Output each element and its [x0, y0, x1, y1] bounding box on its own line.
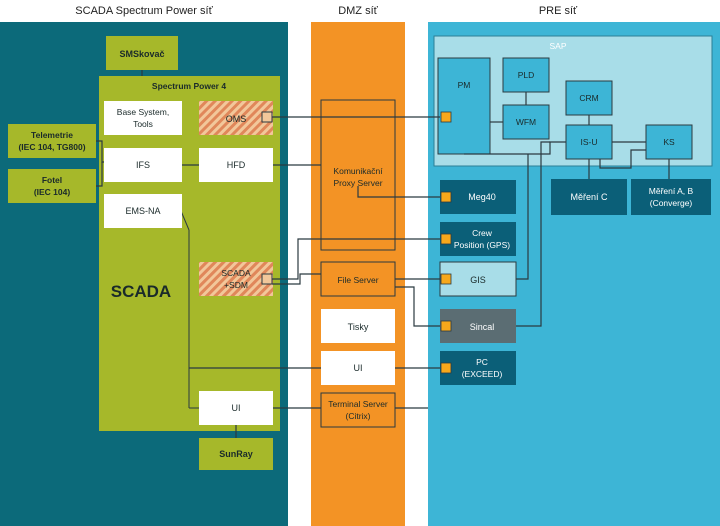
base-system-box: [104, 101, 182, 135]
oms-label: OMS: [226, 114, 247, 124]
crew-label-1: Crew: [472, 228, 493, 238]
scada-sdm-label-2: +SDM: [224, 280, 248, 290]
pm-label: PM: [458, 80, 471, 90]
hfd-box: [199, 148, 273, 182]
sdm-crew-link: [272, 238, 440, 280]
proxy-meg40-link: [357, 186, 440, 198]
tisky-box: [321, 309, 395, 343]
scada-ui-label: UI: [232, 403, 241, 413]
connector-pc: [440, 362, 452, 374]
pld-box: [502, 57, 550, 93]
crew-label-2: Position (GPS): [454, 240, 510, 250]
file-server-box: [320, 261, 396, 297]
fotel-label-1: Fotel: [42, 175, 62, 185]
pre-zone-title: PRE síť: [539, 5, 578, 17]
spectrum-power-title: Spectrum Power 4: [152, 81, 226, 91]
gis-box: [439, 261, 517, 297]
scada-zone-title: SCADA Spectrum Power síť: [75, 5, 213, 17]
mereni-ab-box: [631, 179, 711, 215]
pm-isu-link: [464, 141, 566, 155]
isu-mereni-ab-link: [599, 149, 646, 169]
crm-label: CRM: [579, 93, 598, 103]
proxy-server-label-1: Komunikační: [333, 166, 383, 176]
ifs-label: IFS: [136, 160, 150, 170]
pc-box: [440, 351, 516, 385]
ems-na-box: [104, 194, 182, 228]
isu-label: IS-U: [581, 137, 598, 147]
tisky-label: Tisky: [348, 322, 369, 332]
ks-box: [645, 124, 693, 160]
mereni-c-box: [551, 179, 627, 215]
meg40-box: [440, 180, 516, 214]
scada-sdm-port: [261, 273, 273, 285]
dmz-ui-label: UI: [354, 363, 363, 373]
terminal-server-label-1: Terminal Server: [328, 399, 388, 409]
sdm-fileserver-link: [272, 273, 321, 285]
scada-sdm-label-1: SCADA: [221, 268, 251, 278]
mereni-ab-label-2: (Converge): [650, 198, 693, 208]
connector-sincal: [440, 320, 452, 332]
gis-label: GIS: [470, 275, 486, 285]
scada-ui-box: [199, 391, 273, 425]
gis-pm-link: [516, 154, 529, 280]
ems-bus-line: [180, 210, 190, 231]
file-server-label: File Server: [337, 275, 378, 285]
base-system-label-2: Tools: [133, 119, 153, 129]
terminal-server-label-2: (Citrix): [345, 411, 370, 421]
oms-port: [261, 111, 273, 123]
ems-na-label: EMS-NA: [125, 206, 160, 216]
sincal-pm-link: [516, 141, 550, 327]
mereni-ab-label-1: Měření A, B: [649, 186, 694, 196]
smskovac-box: [106, 36, 178, 70]
pc-label-2: (EXCEED): [462, 369, 503, 379]
proxy-server-label-2: Proxy Server: [333, 178, 382, 188]
telemetrie-label-2: (IEC 104, TG800): [18, 142, 85, 152]
scada-sdm-box: [199, 262, 273, 296]
terminal-server-box: [320, 392, 396, 428]
dmz-zone-title: DMZ síť: [338, 5, 378, 17]
sap-label: SAP: [549, 41, 566, 51]
telemetrie-box: [8, 124, 96, 158]
crew-box: [440, 222, 516, 256]
meg40-label: Meg40: [468, 192, 496, 202]
pm-box: [437, 57, 491, 155]
mereni-c-label: Měření C: [570, 192, 608, 202]
telemetrie-ifs-link: [96, 140, 104, 163]
pld-label: PLD: [518, 70, 535, 80]
connector-crew: [440, 233, 452, 245]
proxy-server-box: [320, 99, 396, 251]
fotel-ifs-link: [96, 162, 103, 187]
connector-gis: [440, 273, 452, 285]
fotel-box: [8, 169, 96, 203]
crm-box: [565, 80, 613, 116]
sincal-label: Sincal: [470, 322, 495, 332]
ifs-box: [104, 148, 182, 182]
hfd-label: HFD: [227, 160, 246, 170]
dmz-ui-box: [321, 351, 395, 385]
sincal-box: [440, 309, 516, 343]
smskovac-label: SMSkovač: [119, 49, 164, 59]
fotel-label-2: (IEC 104): [34, 187, 71, 197]
ks-label: KS: [663, 137, 675, 147]
pc-label-1: PC: [476, 357, 488, 367]
connector-meg40: [440, 191, 452, 203]
fileserver-sincal-link: [395, 286, 440, 327]
telemetrie-label-1: Telemetrie: [31, 130, 73, 140]
base-system-label-1: Base System,: [117, 107, 169, 117]
sunray-label: SunRay: [219, 449, 253, 459]
wfm-label: WFM: [516, 117, 536, 127]
connector-pm: [440, 111, 452, 123]
oms-box: [199, 101, 273, 135]
scada-big-label: SCADA: [111, 282, 171, 301]
sunray-box: [199, 438, 273, 470]
